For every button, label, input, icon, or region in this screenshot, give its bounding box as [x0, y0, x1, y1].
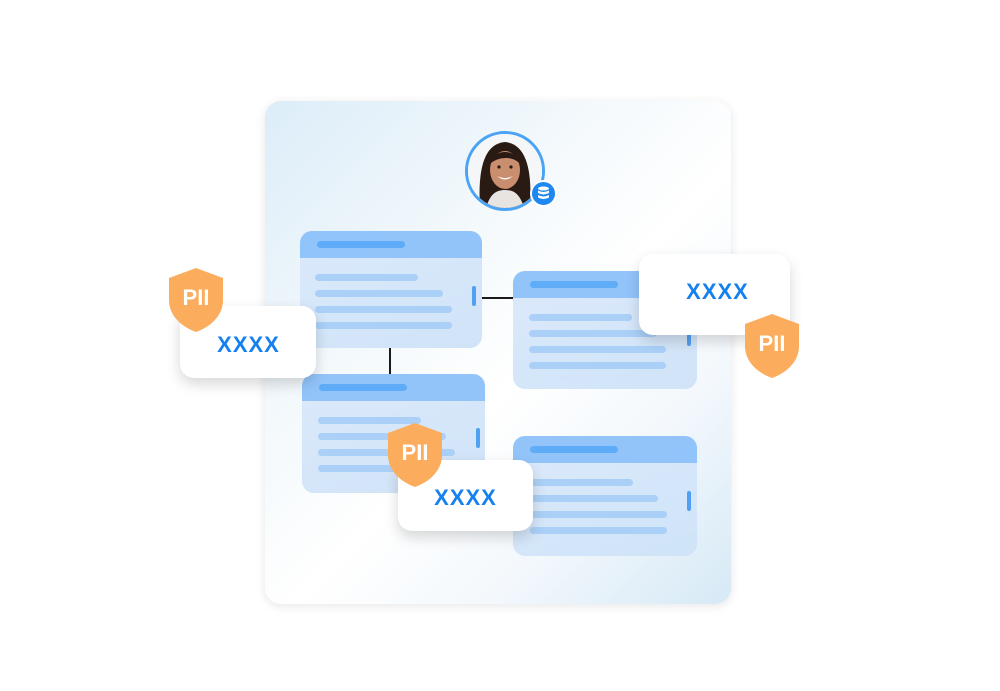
table-card-1	[300, 231, 482, 348]
masked-value: XXXX	[434, 485, 497, 510]
database-badge	[530, 180, 557, 207]
shield-icon	[745, 314, 799, 378]
table-card-4	[513, 436, 697, 556]
shield-icon	[169, 268, 223, 332]
pii-shield-badge: PII	[385, 421, 445, 489]
connector-line	[389, 348, 391, 375]
person-avatar-icon	[468, 134, 542, 208]
database-icon	[538, 186, 549, 199]
masked-value: XXXX	[217, 332, 280, 357]
pii-shield-badge: PII	[742, 312, 802, 380]
connector-line	[482, 297, 513, 299]
pii-shield-badge: PII	[166, 266, 226, 334]
masked-value: XXXX	[686, 278, 749, 304]
shield-icon	[388, 423, 442, 487]
